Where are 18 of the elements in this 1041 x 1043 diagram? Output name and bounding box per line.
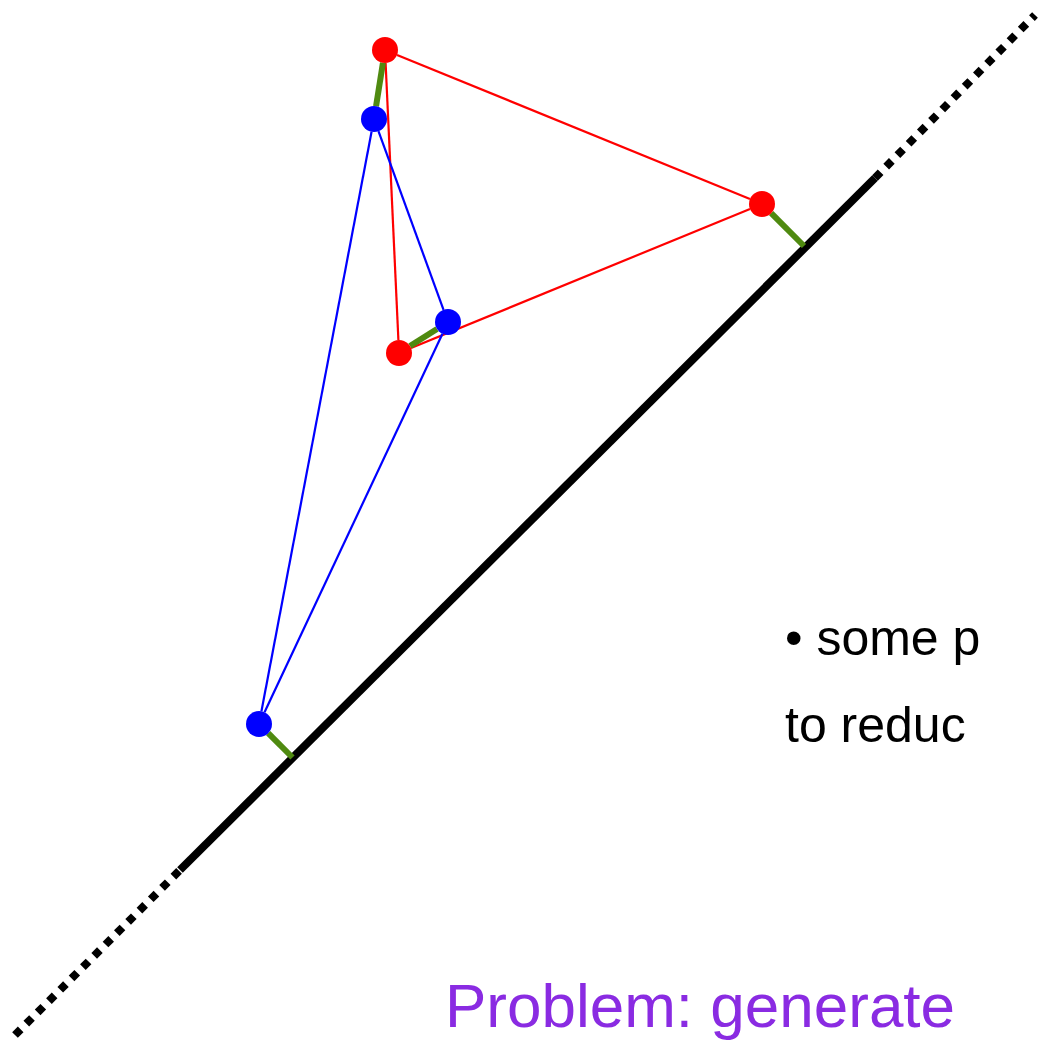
triangle-edge <box>377 130 445 311</box>
body-text: to reduc <box>785 700 966 750</box>
distance-segment <box>769 211 807 249</box>
point-dot <box>372 37 398 63</box>
point-dot <box>361 106 387 132</box>
triangle-edge <box>263 333 444 713</box>
point-dot <box>246 711 272 737</box>
bullet-text: • some p <box>785 613 981 663</box>
point-dot <box>435 309 461 335</box>
triangle-edge <box>396 53 751 201</box>
point-dot <box>749 191 775 217</box>
triangle-edge <box>410 207 751 350</box>
triangle-edge <box>384 62 400 341</box>
distance-segment <box>373 62 386 107</box>
distance-segment <box>266 731 295 760</box>
triangle-edge <box>260 131 373 712</box>
point-dot <box>386 340 412 366</box>
distance-segment <box>408 326 439 349</box>
